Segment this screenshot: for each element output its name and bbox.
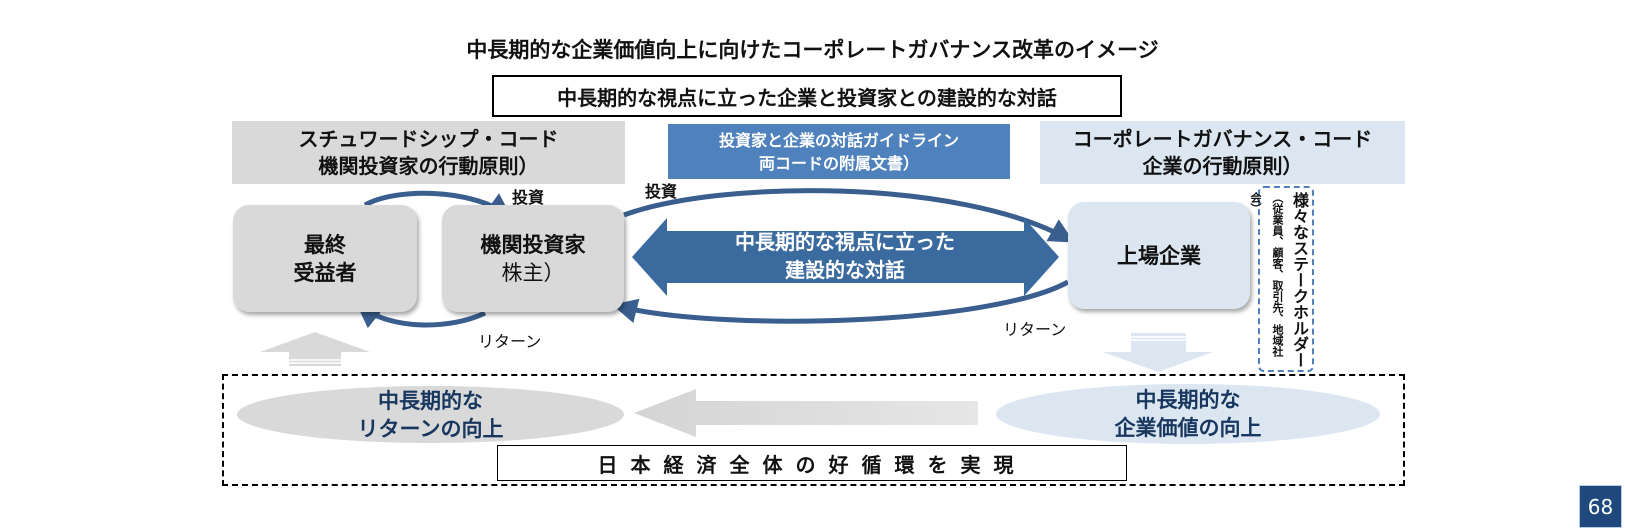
- node-institutional-investor: 機関投資家 株主）: [442, 205, 624, 312]
- dialogue-line1: 中長期的な視点に立った: [735, 230, 955, 254]
- page-title: 中長期的な企業価値向上に向けたコーポレートガバナンス改革のイメージ: [466, 38, 1159, 62]
- invest-arrow-right: [623, 188, 1075, 243]
- return-label-right: リターン: [1003, 320, 1067, 339]
- ellipse-corporate-value-improvement: 中長期的な 企業価値の向上: [996, 384, 1380, 444]
- return-label-left: リターン: [478, 332, 542, 351]
- node-beneficiary-line1: 最終: [304, 232, 346, 257]
- down-arrow-right: [1103, 333, 1213, 372]
- node-company-label: 上場企業: [1117, 243, 1201, 268]
- ellipse-return-improvement: 中長期的な リターンの向上: [237, 386, 624, 443]
- subtitle-box: 中長期的な視点に立った企業と投資家との建設的な対話: [492, 75, 1122, 117]
- header-stewardship-code: スチュワードシップ・コード 機関投資家の行動原則）: [232, 121, 625, 184]
- stakeholders-main: 様々なステークホルダー: [1290, 192, 1309, 368]
- ellipse-left-line1: 中長期的な: [378, 388, 483, 413]
- header-mid-line2: 両コードの附属文書）: [758, 153, 919, 173]
- node-listed-company: 上場企業: [1068, 202, 1250, 309]
- ellipse-right-line1: 中長期的な: [1135, 388, 1241, 412]
- header-right-line1: コーポレートガバナンス・コード: [1072, 126, 1373, 151]
- dialogue-text: 中長期的な視点に立った 建設的な対話: [690, 226, 1000, 286]
- stakeholders-text: 様々なステークホルダー （従業員、顧客、取引先、地域社会）: [1249, 192, 1310, 368]
- ellipse-right-line2: 企業価値の向上: [1114, 416, 1262, 440]
- header-right-line2: 企業の行動原則）: [1142, 153, 1303, 178]
- invest-label-right: 投資: [645, 182, 678, 201]
- virtuous-cycle-box: 日本経済全体の好循環を実現: [497, 445, 1127, 481]
- stakeholders-detail: （従業員、顧客、取引先、地域社会）: [1249, 192, 1284, 357]
- header-dialogue-guideline: 投資家と企業の対話ガイドライン 両コードの附属文書）: [668, 124, 1010, 179]
- return-arrow-right: [612, 279, 1070, 324]
- left-arrow-bottom: [634, 389, 978, 437]
- header-governance-code: コーポレートガバナンス・コード 企業の行動原則）: [1040, 121, 1405, 184]
- stakeholders-box: [1258, 186, 1314, 372]
- node-ultimate-beneficiary: 最終 受益者: [233, 205, 417, 312]
- return-arrow-left: [356, 302, 487, 329]
- up-arrow-left: [260, 332, 370, 366]
- invest-label-left: 投資: [512, 188, 545, 207]
- node-investor-line2: 株主）: [501, 260, 565, 285]
- page-number-badge: 68: [1579, 485, 1622, 528]
- ellipse-left-line2: リターンの向上: [357, 416, 504, 441]
- header-mid-line1: 投資家と企業の対話ガイドライン: [718, 130, 959, 150]
- node-beneficiary-line2: 受益者: [293, 260, 357, 285]
- economy-cycle-frame: [222, 374, 1405, 486]
- header-left-line2: 機関投資家の行動原則）: [318, 153, 539, 178]
- node-investor-line1: 機関投資家: [480, 232, 586, 257]
- dialogue-line2: 建設的な対話: [785, 258, 905, 282]
- dialogue-double-arrow: [632, 218, 1059, 296]
- header-left-line1: スチュワードシップ・コード: [298, 126, 559, 151]
